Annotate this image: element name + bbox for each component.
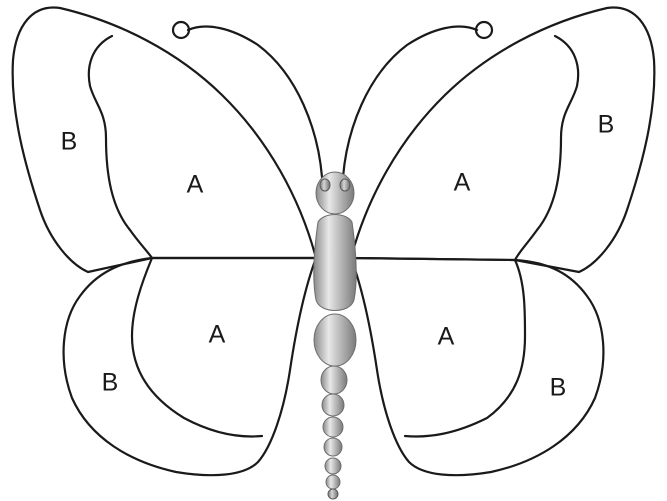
upper-left-wing bbox=[13, 8, 316, 272]
upper-left-wing-outline bbox=[13, 8, 316, 272]
lower-left-inner-boundary bbox=[132, 258, 262, 436]
upper-right-inner-boundary bbox=[515, 36, 578, 260]
lower-left-wing-outline bbox=[64, 258, 316, 475]
body-abdomen-tip bbox=[328, 489, 338, 499]
body-abdomen-segment-5 bbox=[324, 438, 342, 456]
body-head-eye-right bbox=[340, 179, 350, 191]
label-upper-right-outer: B bbox=[598, 111, 615, 139]
body-thorax bbox=[314, 215, 356, 311]
body-abdomen-segment-6 bbox=[325, 458, 341, 474]
lower-left-wing bbox=[64, 258, 316, 475]
body-abdomen-segment-3 bbox=[322, 394, 344, 416]
label-lower-right-outer: B bbox=[550, 374, 567, 402]
upper-left-inner-boundary bbox=[89, 36, 152, 258]
label-lower-right-inner: A bbox=[438, 323, 455, 351]
butterfly-body bbox=[314, 172, 356, 499]
upper-right-wing-outline bbox=[351, 8, 654, 272]
label-upper-left-inner: A bbox=[187, 171, 204, 199]
body-abdomen-segment-2 bbox=[321, 366, 347, 394]
lower-right-wing bbox=[351, 258, 603, 475]
lower-right-wing-outline bbox=[351, 258, 603, 475]
label-upper-right-inner: A bbox=[454, 169, 471, 197]
label-lower-left-inner: A bbox=[209, 321, 226, 349]
lower-right-inner-boundary bbox=[405, 260, 525, 436]
body-abdomen-segment-1 bbox=[314, 314, 356, 366]
label-upper-left-outer: B bbox=[61, 128, 78, 156]
body-abdomen-segment-7 bbox=[326, 475, 340, 489]
body-head bbox=[316, 172, 354, 214]
body-abdomen-segment-4 bbox=[323, 417, 343, 437]
antenna-right bbox=[343, 22, 492, 177]
body-head-eye-left bbox=[320, 179, 330, 191]
upper-right-wing bbox=[351, 8, 654, 272]
label-lower-left-outer: B bbox=[102, 369, 119, 397]
antenna-left bbox=[173, 22, 322, 177]
